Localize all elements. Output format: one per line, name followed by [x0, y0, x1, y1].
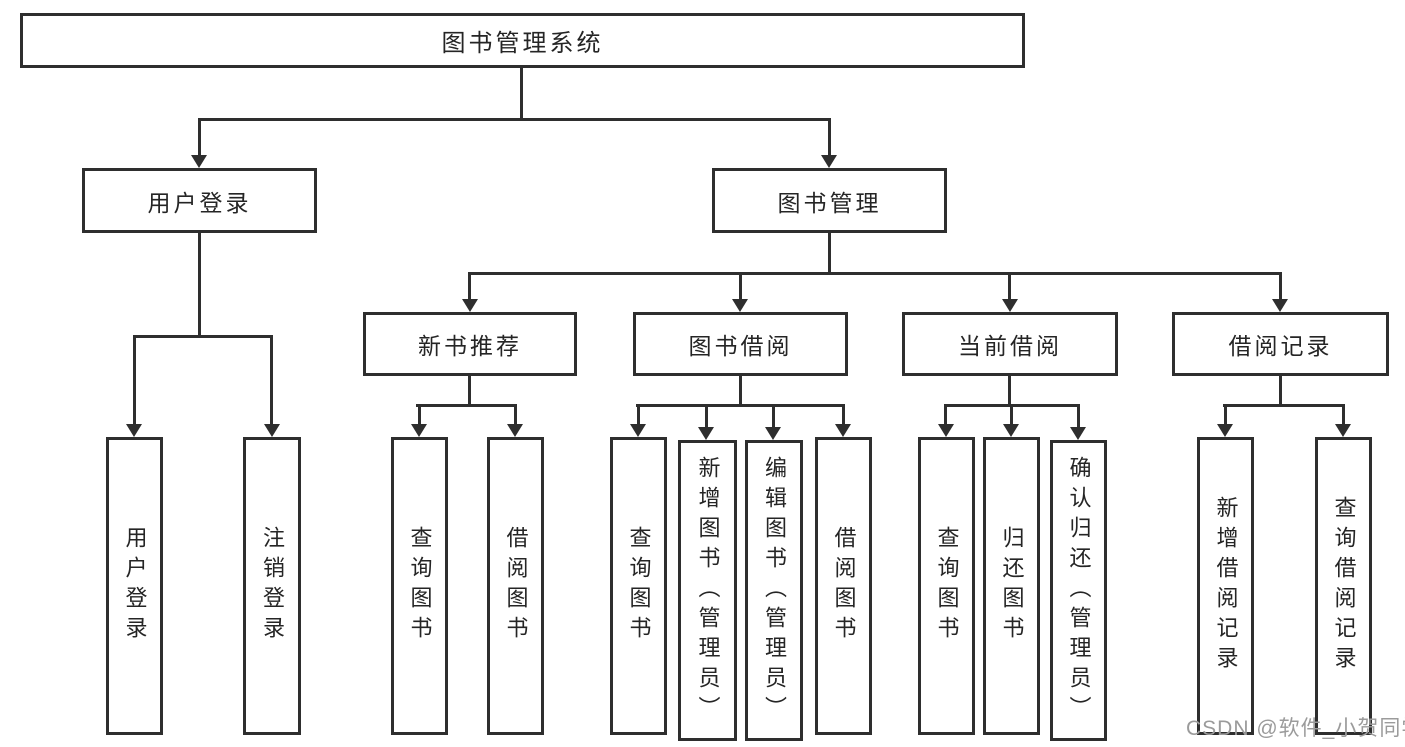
connector-group-stem — [739, 376, 742, 407]
connector-drop-leaf — [705, 404, 708, 428]
connector-drop-login-leaf — [133, 335, 136, 425]
arrow-down-icon — [1002, 299, 1018, 312]
node-book-borrowing: 图书借阅 — [633, 312, 848, 376]
node-edit-book-admin: 编辑图书（管理员） — [745, 440, 803, 741]
arrow-down-icon — [507, 424, 523, 437]
arrow-down-icon — [732, 299, 748, 312]
node-logout-leaf: 注销登录 — [243, 437, 301, 735]
connector-drop-leaf — [1077, 404, 1080, 428]
arrow-down-icon — [411, 424, 427, 437]
connector-drop-leaf — [1010, 404, 1013, 425]
node-new-book-recommendation: 新书推荐 — [363, 312, 577, 376]
node-confirm-return-admin: 确认归还（管理员） — [1050, 440, 1107, 741]
node-label: 新增图书（管理员） — [695, 455, 721, 726]
node-label: 用户登录 — [147, 189, 252, 216]
connector-drop-leaf — [514, 404, 517, 425]
node-label: 编辑图书（管理员） — [762, 455, 787, 726]
arrow-down-icon — [1003, 424, 1019, 437]
connector-drop-book-borrowing — [739, 272, 742, 300]
node-label: 确认归还（管理员） — [1066, 455, 1092, 726]
connector-drop-leaf — [1224, 404, 1227, 425]
connector-drop-leaf — [418, 404, 421, 425]
connector-drop-current-borrowing — [1008, 272, 1011, 300]
connector-user-login-stem — [198, 233, 201, 338]
node-label: 注销登录 — [260, 526, 285, 646]
connector-drop-book-management — [828, 118, 831, 156]
arrow-down-icon — [698, 427, 714, 440]
connector-drop-leaf — [842, 404, 845, 425]
arrow-down-icon — [1335, 424, 1351, 437]
connector-root-stem — [520, 68, 523, 121]
node-borrow-books: 借阅图书 — [487, 437, 544, 735]
node-label: 查询图书 — [407, 526, 433, 646]
connector-drop-leaf — [944, 404, 947, 425]
arrow-down-icon — [462, 299, 478, 312]
arrow-down-icon — [630, 424, 646, 437]
node-label: 借阅图书 — [831, 526, 857, 646]
node-query-books: 查询图书 — [610, 437, 667, 735]
connector-group-rail — [1223, 404, 1345, 407]
arrow-down-icon — [191, 155, 207, 168]
node-label: 查询图书 — [934, 526, 960, 646]
arrow-down-icon — [1272, 299, 1288, 312]
node-add-book-admin: 新增图书（管理员） — [678, 440, 737, 741]
node-user-login-leaf: 用户登录 — [106, 437, 163, 735]
arrow-down-icon — [765, 427, 781, 440]
arrow-down-icon — [264, 424, 280, 437]
node-return-books: 归还图书 — [983, 437, 1040, 735]
node-label: 图书管理 — [777, 189, 882, 216]
node-label: 借阅记录 — [1228, 333, 1333, 359]
node-label: 新书推荐 — [418, 333, 522, 359]
connector-level1-rail — [198, 118, 831, 121]
connector-drop-new-book — [468, 272, 471, 300]
node-label: 当前借阅 — [958, 333, 1062, 359]
node-label: 借阅图书 — [503, 526, 529, 646]
node-query-books: 查询图书 — [391, 437, 448, 735]
connector-drop-leaf — [637, 404, 640, 425]
node-label: 查询借阅记录 — [1331, 496, 1357, 676]
connector-drop-borrowing-records — [1279, 272, 1282, 300]
node-label: 图书管理系统 — [441, 30, 604, 57]
connector-group-stem — [468, 376, 471, 407]
arrow-down-icon — [126, 424, 142, 437]
node-add-borrow-record: 新增借阅记录 — [1197, 437, 1254, 735]
connector-book-management-stem — [828, 233, 831, 275]
connector-drop-user-login — [198, 118, 201, 156]
node-query-borrow-record: 查询借阅记录 — [1315, 437, 1372, 735]
node-label: 归还图书 — [999, 526, 1025, 646]
arrow-down-icon — [835, 424, 851, 437]
node-current-borrowing: 当前借阅 — [902, 312, 1118, 376]
connector-group-rail — [416, 404, 516, 407]
connector-group-rail — [636, 404, 845, 407]
node-borrow-books: 借阅图书 — [815, 437, 872, 735]
node-library-management-system: 图书管理系统 — [20, 13, 1025, 68]
connector-level2-rail — [468, 272, 1282, 275]
arrow-down-icon — [938, 424, 954, 437]
arrow-down-icon — [821, 155, 837, 168]
connector-group-stem — [1279, 376, 1282, 407]
node-query-books: 查询图书 — [918, 437, 975, 735]
arrow-down-icon — [1217, 424, 1233, 437]
node-label: 新增借阅记录 — [1213, 496, 1239, 676]
node-label: 图书借阅 — [688, 333, 793, 359]
connector-group-stem — [1008, 376, 1011, 407]
node-label: 用户登录 — [122, 526, 148, 646]
node-book-management: 图书管理 — [712, 168, 947, 233]
connector-drop-leaf — [772, 404, 775, 428]
watermark-text: CSDN @软件_小贺同学 — [1186, 717, 1405, 740]
connector-drop-leaf — [1342, 404, 1345, 425]
connector-user-login-rail — [133, 335, 273, 338]
node-label: 查询图书 — [626, 526, 652, 646]
arrow-down-icon — [1070, 427, 1086, 440]
node-borrowing-records: 借阅记录 — [1172, 312, 1389, 376]
node-user-login: 用户登录 — [82, 168, 317, 233]
connector-drop-logout-leaf — [270, 335, 273, 425]
